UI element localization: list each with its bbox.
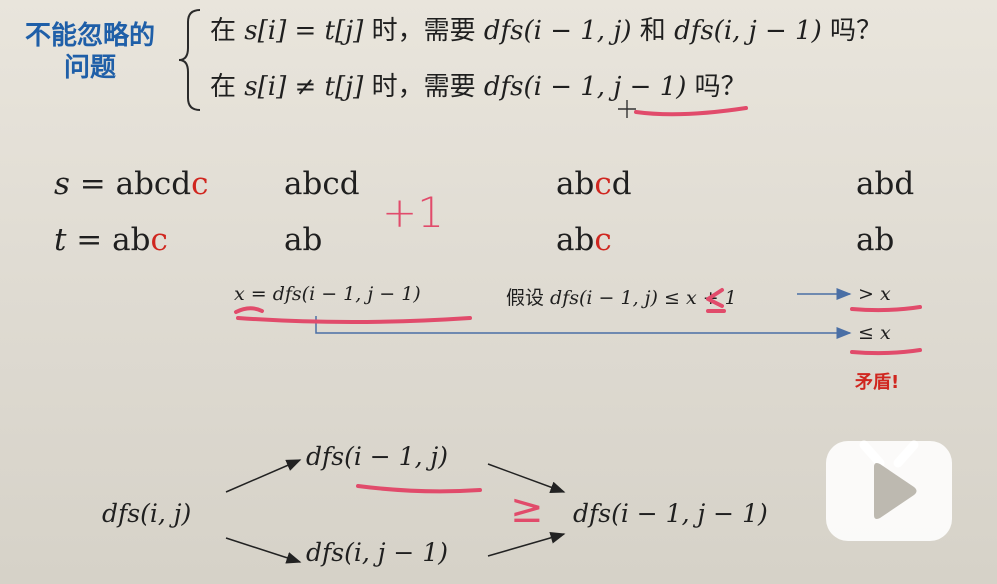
q1-call-1: dfs(i − 1, j) <box>483 16 632 46</box>
title-line-1: 不能忽略的 <box>24 21 155 51</box>
col3-s: abcd <box>556 166 632 202</box>
q2-underline <box>634 106 748 117</box>
q2-prefix: 在 <box>210 72 245 102</box>
t-body: ab <box>112 222 151 258</box>
arrow-root-down <box>225 537 302 564</box>
t-last-char: c <box>150 222 168 258</box>
q1-prefix: 在 <box>210 16 245 46</box>
gt-x-underline <box>850 305 922 313</box>
s-body: abcd <box>115 166 192 202</box>
arrow-to-le-x <box>315 316 852 339</box>
title-line-2: 问题 <box>63 53 116 83</box>
col4-s: abd <box>856 166 915 202</box>
x-definition: x = dfs(i − 1, j − 1) <box>234 283 421 305</box>
t-string: t = abc <box>54 222 168 258</box>
diagram-arrows <box>225 459 566 564</box>
s-label: s = <box>54 166 116 202</box>
col3-t-a: ab <box>556 222 595 258</box>
plus-one-annotation: +1 <box>382 188 444 237</box>
col3-t: abc <box>556 222 612 258</box>
le-annotation-mark <box>706 288 726 313</box>
assume-label: 假设 <box>506 287 551 309</box>
q1-conj: 和 <box>631 16 675 46</box>
q2-mid: 时，需要 <box>363 72 484 102</box>
reasoning-arrows <box>234 288 922 356</box>
arrow-up-target <box>487 463 566 493</box>
col3-t-red: c <box>594 222 612 258</box>
less-equal-x: ≤ x <box>858 322 891 344</box>
node-root: dfs(i, j) <box>102 499 192 528</box>
question-2: 在 s[i] ≠ t[j] 时，需要 dfs(i − 1, j − 1) 吗？ <box>210 66 747 103</box>
col4-t: ab <box>856 222 895 258</box>
play-icon <box>874 463 917 519</box>
x-def-underline-2 <box>236 316 472 324</box>
node-target: dfs(i − 1, j − 1) <box>573 499 768 528</box>
cursor-crosshair-icon <box>618 100 636 118</box>
col2-s: abcd <box>284 166 360 202</box>
col3-s-a: ab <box>556 166 595 202</box>
bilibili-antenna-icon <box>859 440 919 468</box>
q1-call-2: dfs(i, j − 1) <box>674 16 822 46</box>
contradiction-label: 矛盾! <box>855 372 900 393</box>
q1-mid: 时，需要 <box>363 16 484 46</box>
node-up: dfs(i − 1, j) <box>306 442 448 471</box>
t-label: t = <box>54 222 113 258</box>
q2-condition: s[i] ≠ t[j] <box>244 72 364 102</box>
q1-condition: s[i] = t[j] <box>244 16 364 46</box>
arrow-down-target <box>487 531 566 557</box>
col3-s-b: d <box>611 166 632 202</box>
left-brace <box>178 9 201 111</box>
question-1: 在 s[i] = t[j] 时，需要 dfs(i − 1, j) 和 dfs(i… <box>210 10 882 47</box>
x-def-underline-1 <box>234 306 264 314</box>
page-title: 不能忽略的 问题 <box>10 20 170 84</box>
node-down: dfs(i, j − 1) <box>306 538 448 567</box>
q1-suffix: 吗？ <box>821 16 882 46</box>
assume-math: dfs(i − 1, j) ≤ x + 1 <box>550 287 737 309</box>
arrow-root-up <box>225 459 302 493</box>
q2-call: dfs(i − 1, j − 1) <box>483 72 687 102</box>
s-string: s = abcdc <box>54 166 209 202</box>
q2-suffix: 吗？ <box>686 72 747 102</box>
col2-t: ab <box>284 222 323 258</box>
assumption: 假设 dfs(i − 1, j) ≤ x + 1 <box>506 283 737 310</box>
ge-annotation: ≥ <box>510 486 544 532</box>
col3-s-red: c <box>594 166 612 202</box>
bilibili-tv-icon <box>826 440 952 541</box>
greater-than-x: > x <box>858 283 891 305</box>
s-last-char: c <box>191 166 209 202</box>
le-x-underline <box>850 348 922 356</box>
node-up-underline <box>356 484 482 494</box>
